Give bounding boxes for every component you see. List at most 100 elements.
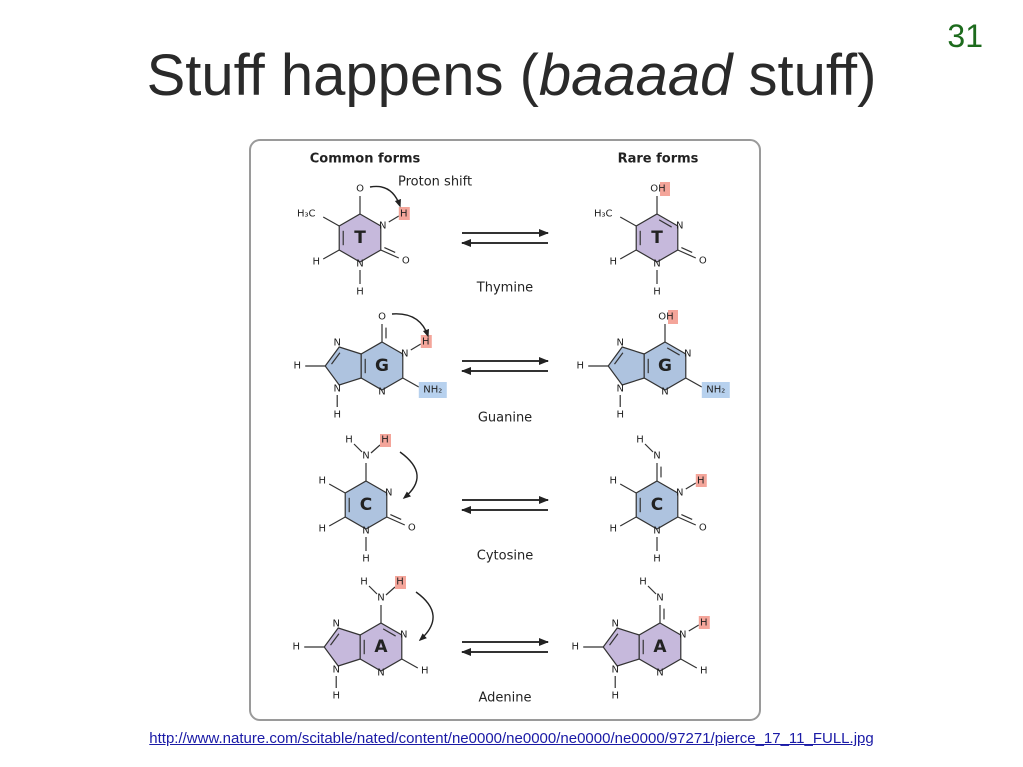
base-letter: T — [651, 228, 663, 248]
proton-shift-arrow — [415, 591, 434, 642]
double-bond-line — [681, 514, 693, 520]
atom-label: N — [656, 668, 663, 679]
atom-label: N — [679, 630, 686, 641]
title-emphasis: baaaad — [538, 43, 733, 108]
proton-shift-arrow — [391, 313, 430, 338]
atom-label: N — [400, 630, 407, 641]
atom-label: H — [318, 524, 326, 535]
double-bond-line — [666, 347, 680, 356]
bond-line — [619, 216, 637, 227]
atom-label: H — [421, 666, 429, 677]
atom-label: H — [653, 554, 661, 565]
bond-line — [688, 624, 700, 632]
bond-line — [322, 249, 340, 260]
atom-label: N — [611, 665, 618, 676]
base-letter: C — [360, 495, 372, 515]
source-link[interactable]: http://www.nature.com/scitable/nated/con… — [149, 730, 874, 747]
atom-label: H — [653, 287, 661, 298]
atom-label: N — [379, 221, 386, 232]
proton-shift-arrow — [369, 185, 401, 208]
double-bond-line — [609, 633, 619, 646]
base-letter: A — [374, 637, 388, 657]
base-name-label: Cytosine — [477, 549, 533, 564]
amine-highlight — [418, 382, 447, 398]
bond-line — [402, 377, 420, 388]
atom-label: O — [378, 312, 386, 323]
atom-label: H — [636, 435, 644, 446]
double-bond-line — [614, 352, 624, 365]
bond-line — [619, 516, 637, 527]
atom-label: N — [332, 665, 339, 676]
atom-label: N — [684, 349, 691, 360]
atom-label: O — [699, 256, 707, 267]
atom-label: H — [381, 435, 389, 446]
proton-shift-arrow — [399, 451, 418, 500]
bond-line — [328, 483, 346, 494]
amine-highlight — [701, 382, 730, 398]
atom-label: H — [362, 554, 370, 565]
atom-label: O — [699, 523, 707, 534]
bond-line — [401, 658, 419, 669]
atom-label: H — [576, 361, 584, 372]
double-bond-line — [658, 219, 672, 228]
atom-label: N — [616, 384, 623, 395]
atom-label: OH — [658, 312, 673, 323]
bond-line — [677, 516, 697, 526]
bond-line — [370, 444, 381, 454]
atom-label: N — [356, 259, 363, 270]
atom-label: O — [402, 256, 410, 267]
atom-label: N — [362, 451, 369, 462]
header-common-forms: Common forms — [310, 152, 421, 167]
proton-highlight — [395, 576, 406, 589]
bond-line — [385, 586, 396, 596]
atom-label: H — [293, 361, 301, 372]
proton-highlight — [420, 335, 432, 348]
bond-line — [388, 215, 400, 223]
atom-label: H — [422, 337, 430, 348]
bond-line — [353, 443, 363, 453]
bond-line — [685, 377, 703, 388]
purine-six-ring — [643, 341, 687, 391]
atom-label: N — [656, 593, 663, 604]
atom-label: H — [616, 410, 624, 421]
atom-label: H — [318, 476, 326, 487]
purine-six-ring — [360, 341, 404, 391]
atom-label: N — [362, 526, 369, 537]
bond-line — [619, 483, 637, 494]
bond-line — [322, 216, 340, 227]
double-bond-line — [390, 514, 402, 520]
atom-label: N — [332, 619, 339, 630]
atom-label: N — [676, 221, 683, 232]
purine-six-ring — [638, 622, 682, 672]
atom-label: N — [616, 338, 623, 349]
double-bond-line — [384, 247, 396, 253]
atom-label: H — [700, 618, 708, 629]
atom-label: N — [401, 349, 408, 360]
atom-label: H — [345, 435, 353, 446]
double-bond-line — [331, 352, 341, 365]
atom-label: H — [400, 209, 408, 220]
bond-line — [677, 249, 697, 259]
atom-label: N — [377, 668, 384, 679]
atom-label: H — [292, 642, 300, 653]
bond-line — [368, 585, 378, 595]
atom-label: H — [609, 476, 617, 487]
atom-label: H — [609, 257, 617, 268]
bond-line — [328, 516, 346, 527]
base-name-label: Thymine — [476, 281, 533, 296]
bond-line — [410, 343, 422, 351]
atom-label: H — [396, 577, 404, 588]
bond-line — [619, 249, 637, 260]
proton-shift-label: Proton shift — [398, 175, 472, 190]
atom-label: N — [385, 488, 392, 499]
atom-label: H — [697, 476, 705, 487]
atom-label: N — [378, 387, 385, 398]
atom-label: N — [333, 384, 340, 395]
atom-label: H₃C — [297, 209, 316, 220]
slide-title: Stuff happens (baaaad stuff) — [0, 42, 1023, 109]
title-text-after: stuff) — [732, 43, 877, 108]
proton-highlight — [668, 310, 678, 324]
atom-label: H — [333, 410, 341, 421]
atom-label: N — [611, 619, 618, 630]
